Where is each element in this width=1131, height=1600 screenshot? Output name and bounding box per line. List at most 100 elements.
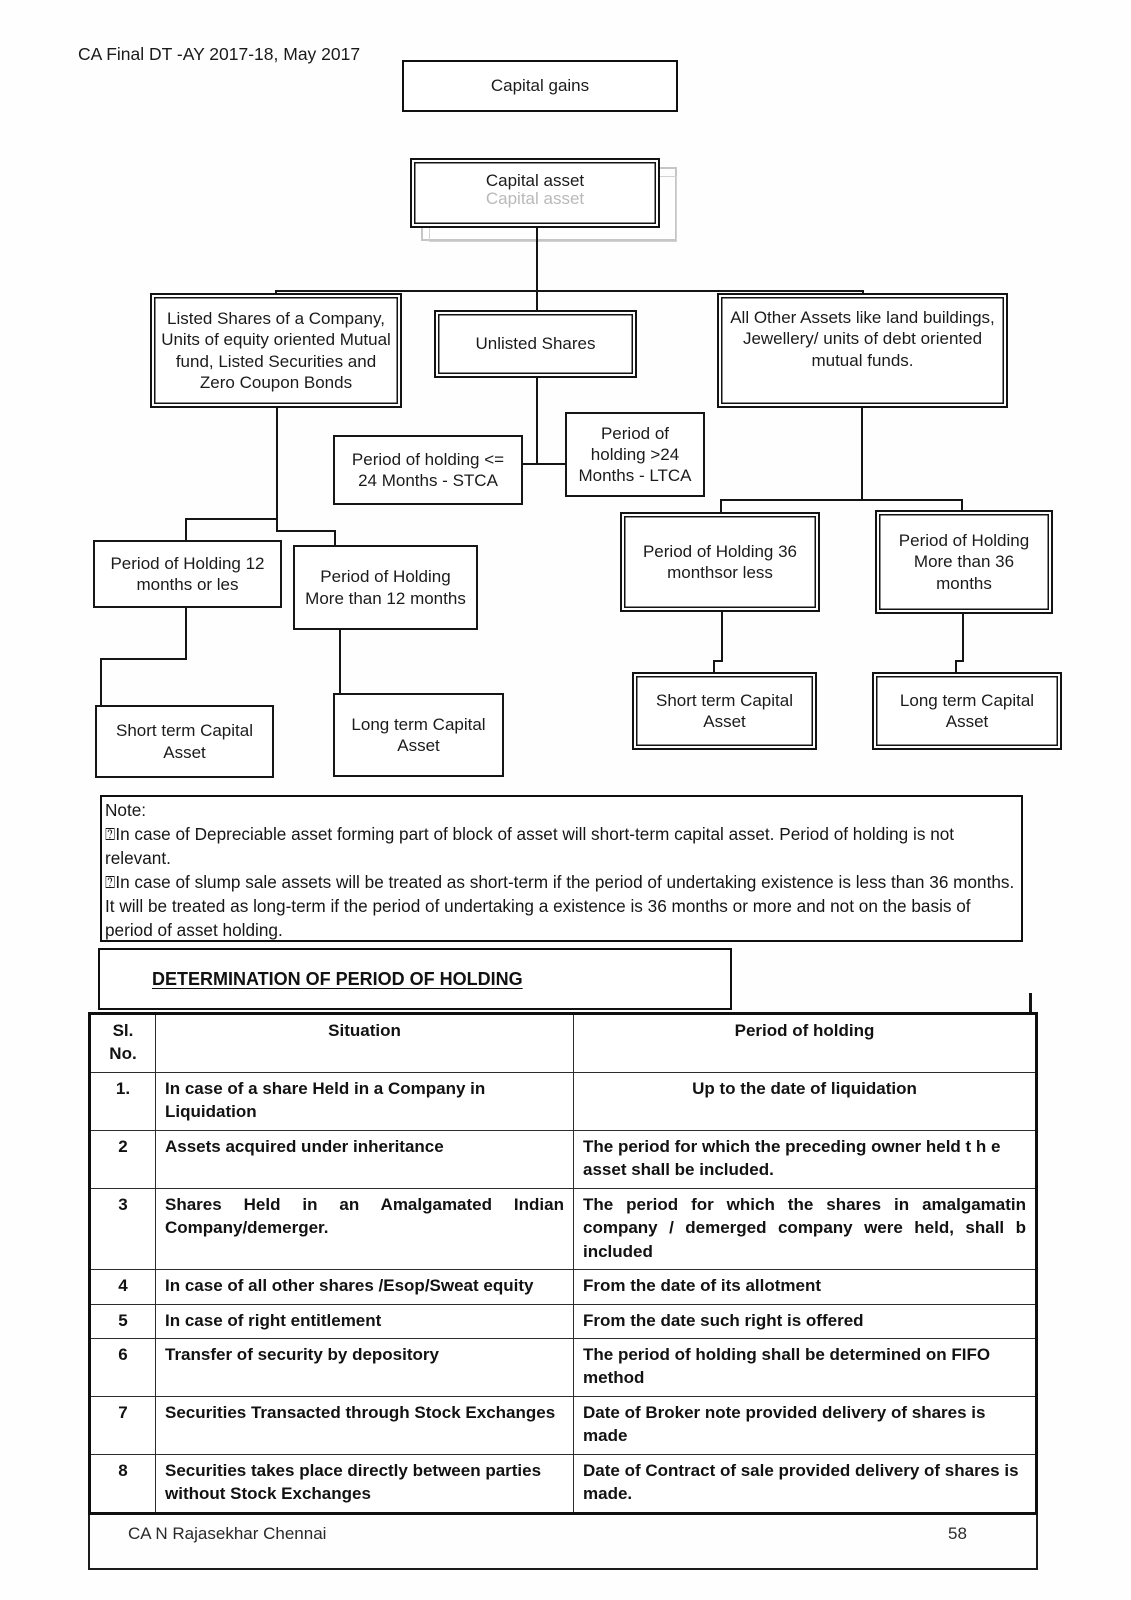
table-row: 8 Securities takes place directly betwee… [89, 1453, 1037, 1514]
flow-box-long-term-right: Long term Capital Asset [872, 672, 1062, 750]
note-title: Note: [105, 800, 147, 820]
cell-situation: In case of a share Held in a Company in … [155, 1071, 574, 1131]
table-row: 2 Assets acquired under inheritance The … [89, 1129, 1037, 1189]
poh-36-or-less-label: Period of Holding 36 monthsor less [642, 541, 798, 582]
page-header: CA Final DT -AY 2017-18, May 2017 [78, 44, 361, 64]
all-other-assets-label: All Other Assets like land buildings, Je… [730, 308, 995, 370]
footer-author: CA N Rajasekhar Chennai [128, 1524, 327, 1543]
flow-box-stca: Period of holding <= 24 Months - STCA [333, 435, 523, 505]
cell-sl-no: 3 [89, 1187, 156, 1271]
table-row: 4 In case of all other shares /Esop/Swea… [89, 1269, 1037, 1305]
cell-period: From the date of its allotment [573, 1269, 1037, 1305]
period-of-holding-table: Sl. No. Situation Period of holding 1. I… [88, 1012, 1038, 1515]
connector-line [276, 408, 278, 532]
poh-more-than-36-label: Period of Holding More than 36 months [898, 531, 1030, 593]
cell-situation: Shares Held in an Amalgamated Indian Com… [155, 1187, 574, 1271]
connector-line [275, 290, 864, 292]
cell-situation: Securities Transacted through Stock Exch… [155, 1395, 574, 1455]
connector-line [100, 658, 187, 660]
capital-gains-label: Capital gains [490, 76, 590, 96]
flow-box-ltca: Period of holding >24 Months - LTCA [565, 412, 705, 497]
frame-tick [1029, 993, 1032, 1013]
cell-sl-no: 4 [89, 1269, 156, 1305]
cell-sl-no: 1. [89, 1071, 156, 1131]
capital-asset-shadow-label: Capital asset [485, 189, 585, 209]
flow-box-all-other-assets: All Other Assets like land buildings, Je… [717, 293, 1008, 408]
connector-line [536, 378, 538, 465]
ltca-label: Period of holding >24 Months - LTCA [578, 423, 692, 486]
table-row: 1. In case of a share Held in a Company … [89, 1071, 1037, 1131]
flow-box-capital-asset: Capital asset Capital asset [410, 158, 660, 228]
cell-sl-no: 8 [89, 1453, 156, 1514]
cell-period: Date of Broker note provided delivery of… [573, 1395, 1037, 1455]
note-item: ⍰In case of Depreciable asset forming pa… [105, 824, 955, 868]
connector-line [721, 612, 723, 662]
flow-box-capital-gains: Capital gains [402, 60, 678, 112]
cell-situation: In case of right entitlement [155, 1303, 574, 1339]
connector-line [536, 228, 538, 290]
col-header-period: Period of holding [573, 1013, 1037, 1073]
cell-situation: Assets acquired under inheritance [155, 1129, 574, 1189]
table-row: 5 In case of right entitlement From the … [89, 1303, 1037, 1339]
connector-line [720, 499, 963, 501]
connector-line [185, 518, 278, 520]
long-term-left-label: Long term Capital Asset [351, 714, 486, 755]
flow-box-poh-more-than-12: Period of Holding More than 12 months [293, 545, 478, 630]
connector-line [955, 660, 957, 674]
connector-line [536, 290, 538, 314]
flow-box-short-term-right: Short term Capital Asset [632, 672, 817, 750]
connector-line [339, 630, 341, 693]
cell-period: The period for which the shares in amalg… [573, 1187, 1037, 1271]
connector-line [100, 658, 102, 708]
table-header-row: Sl. No. Situation Period of holding [89, 1013, 1037, 1073]
col-header-sl-no: Sl. No. [89, 1013, 156, 1073]
footer-page-number: 58 [948, 1524, 967, 1543]
cell-period: The period of holding shall be determine… [573, 1337, 1037, 1397]
flow-box-poh-12-or-less: Period of Holding 12 months or les [93, 540, 282, 608]
poh-12-or-less-label: Period of Holding 12 months or les [110, 553, 265, 594]
connector-line [861, 408, 863, 501]
cell-period: From the date such right is offered [573, 1303, 1037, 1339]
flow-box-unlisted-shares: Unlisted Shares [434, 310, 637, 378]
connector-line [185, 608, 187, 660]
short-term-right-label: Short term Capital Asset [656, 690, 793, 731]
connector-line [334, 530, 336, 547]
cell-situation: In case of all other shares /Esop/Sweat … [155, 1269, 574, 1305]
connector-line [713, 660, 723, 662]
cell-period: Date of Contract of sale provided delive… [573, 1453, 1037, 1514]
connector-line [276, 530, 336, 532]
table-container: Sl. No. Situation Period of holding 1. I… [88, 1012, 1038, 1515]
connector-line [962, 614, 964, 662]
cell-period: The period for which the preceding owner… [573, 1129, 1037, 1189]
cell-situation: Securities takes place directly between … [155, 1453, 574, 1514]
flow-box-poh-36-or-less: Period of Holding 36 monthsor less [620, 512, 820, 612]
connector-line [961, 499, 963, 511]
table-row: 6 Transfer of security by depository The… [89, 1337, 1037, 1397]
connector-line [955, 660, 964, 662]
connector-line [720, 499, 722, 513]
listed-shares-label: Listed Shares of a Company, Units of equ… [161, 309, 391, 392]
cell-sl-no: 2 [89, 1129, 156, 1189]
table-row: 7 Securities Transacted through Stock Ex… [89, 1395, 1037, 1455]
flow-box-listed-shares: Listed Shares of a Company, Units of equ… [150, 293, 402, 408]
stca-label: Period of holding <= 24 Months - STCA [351, 449, 505, 490]
cell-period: Up to the date of liquidation [573, 1071, 1037, 1131]
capital-asset-label: Capital asset [485, 171, 585, 190]
short-term-left-label: Short term Capital Asset [116, 721, 253, 762]
flow-box-poh-more-than-36: Period of Holding More than 36 months [875, 510, 1053, 614]
cell-situation: Transfer of security by depository [155, 1337, 574, 1397]
table-row: 3 Shares Held in an Amalgamated Indian C… [89, 1187, 1037, 1271]
long-term-right-label: Long term Capital Asset [899, 690, 1035, 731]
unlisted-shares-label: Unlisted Shares [475, 334, 596, 354]
cell-sl-no: 5 [89, 1303, 156, 1339]
note-box: Note: ⍰In case of Depreciable asset form… [100, 795, 1023, 942]
section-title: DETERMINATION OF PERIOD OF HOLDING [152, 968, 523, 989]
connector-line [185, 518, 187, 542]
flow-box-short-term-left: Short term Capital Asset [95, 705, 274, 778]
note-item: ⍰In case of slump sale assets will be tr… [105, 872, 1015, 940]
section-title-box: DETERMINATION OF PERIOD OF HOLDING [98, 948, 732, 1010]
flow-box-long-term-left: Long term Capital Asset [333, 693, 504, 777]
connector-line [713, 660, 715, 674]
col-header-situation: Situation [155, 1013, 574, 1073]
